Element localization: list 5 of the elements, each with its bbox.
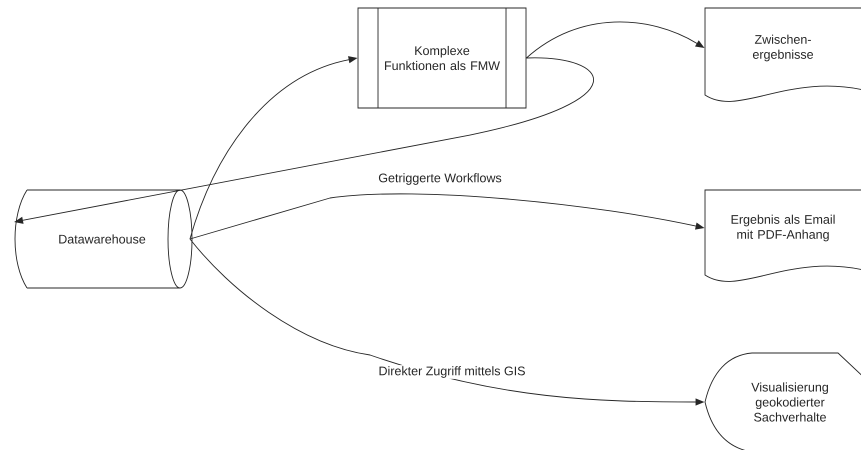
process-box: Komplexe Funktionen als FMW <box>358 8 526 108</box>
cylinder: Datawarehouse <box>14 190 192 288</box>
edge-label: Direkter Zugriff mittels GIS <box>378 365 527 379</box>
node-label: Datawarehouse <box>59 234 146 244</box>
edge-label: Getriggerte Workflows <box>377 172 503 186</box>
